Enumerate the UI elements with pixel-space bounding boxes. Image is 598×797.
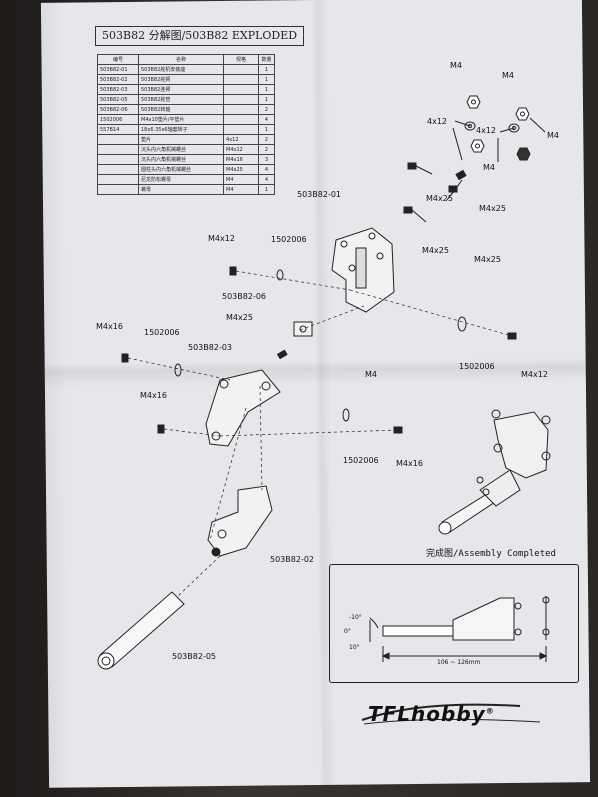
callout-washer: 4x12 xyxy=(476,126,497,135)
callout-bolt: M4x16 xyxy=(396,459,423,468)
pivot-part xyxy=(293,321,313,337)
angle-label: 0° xyxy=(344,628,351,635)
callout-bolt: M4x25 xyxy=(474,255,501,264)
bolt-icon xyxy=(276,349,288,360)
callout-part-05: 503B82-05 xyxy=(172,652,217,661)
callout-bolt: M4x12 xyxy=(208,234,235,243)
table-cell: 1 xyxy=(258,184,275,195)
brand-logo xyxy=(361,703,541,725)
parts-table-header: 编号 名称 规格 数量 xyxy=(97,54,275,65)
callout-part-06: 503B82-06 xyxy=(222,292,267,301)
callout-bolt: M4x25 xyxy=(479,204,506,213)
callout-m4: M4 xyxy=(502,71,514,80)
callout-bolt: M4x25 xyxy=(426,194,453,203)
servo-mount-part xyxy=(331,227,395,313)
bolt-icon xyxy=(229,266,237,276)
bolt-icon xyxy=(121,353,129,363)
bolt-icon xyxy=(407,162,433,175)
rudder-tube-part xyxy=(97,591,185,670)
tiller-arm-part xyxy=(207,485,273,557)
callout-part-03: 503B82-03 xyxy=(188,343,233,352)
bolt-icon xyxy=(403,206,427,223)
inset-drawing xyxy=(369,596,550,662)
callout-washer: 1502006 xyxy=(271,235,307,244)
callout-bolt: M4x25 xyxy=(422,246,449,255)
callout-bolt: M4x25 xyxy=(226,313,253,322)
callout-bolt: M4x16 xyxy=(140,391,167,400)
washer-icon xyxy=(342,408,350,422)
tfl-hobby-logo: TFLhobby® xyxy=(368,702,495,726)
washer-icon xyxy=(276,269,284,281)
callout-washer: 1502006 xyxy=(343,456,379,465)
callout-m4: M4 xyxy=(450,61,462,70)
washer-icon xyxy=(457,316,467,332)
bolt-icon xyxy=(446,185,458,201)
adjustment-inset xyxy=(329,564,579,683)
assembly-completed-label: 完成图/Assembly Completed xyxy=(426,549,556,559)
callout-part-02: 503B82-02 xyxy=(270,555,315,564)
page-title: 503B82 分解图/503B82 EXPLODED xyxy=(95,26,305,46)
callout-bolt: M4x12 xyxy=(521,370,548,379)
range-label: 106 ~ 126mm xyxy=(437,659,481,666)
nut-icon xyxy=(515,107,530,121)
callout-m4: M4 xyxy=(365,370,377,379)
link-arm-part xyxy=(205,369,281,447)
bolt-icon xyxy=(157,424,165,434)
washer-icon xyxy=(174,363,182,377)
angle-label: -10° xyxy=(349,614,362,621)
logo-text: TFLhobby xyxy=(368,702,486,726)
nut-icon xyxy=(466,95,481,109)
callout-m4: M4 xyxy=(483,163,495,172)
callout-part-01: 503B82-01 xyxy=(297,190,342,199)
callout-bolt: M4x16 xyxy=(96,322,123,331)
callout-washer: 1502006 xyxy=(459,362,495,371)
nut-icon xyxy=(470,139,485,153)
nut-icon xyxy=(516,147,531,161)
callout-m4: M4 xyxy=(547,131,559,140)
angle-label: 10° xyxy=(349,644,360,651)
callout-washer: 1502006 xyxy=(144,328,180,337)
bolt-icon xyxy=(507,332,517,340)
callout-washer: 4x12 xyxy=(427,117,448,126)
assembled-rudder-drawing xyxy=(438,409,551,535)
